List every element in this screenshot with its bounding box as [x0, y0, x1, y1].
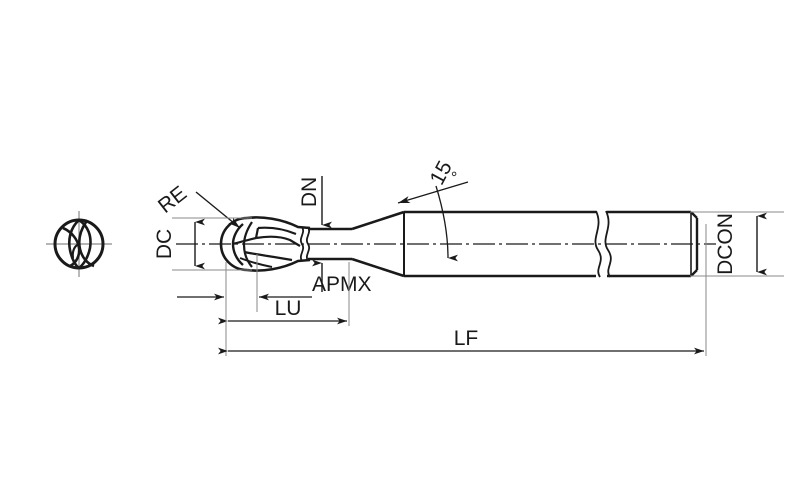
taper-section — [351, 210, 405, 278]
angle-leader-line — [397, 181, 469, 204]
flute-break-wave-1 — [299, 226, 305, 262]
re-leader-line — [195, 191, 241, 229]
head-relief-lower — [239, 257, 273, 268]
dimension-dcon: DCON — [690, 211, 784, 277]
dimension-re: RE — [154, 182, 241, 229]
angle-degree-symbol: ° — [449, 169, 467, 183]
shank-breakline — [594, 210, 612, 278]
head-helix-top — [257, 226, 297, 236]
dcon-label: DCON — [714, 213, 737, 275]
dimension-lf: LF — [218, 224, 707, 356]
head-web-line — [232, 236, 257, 246]
end-view-center-web — [71, 242, 80, 259]
head-bottom-profile — [246, 258, 311, 272]
end-view-flute-edge-1 — [67, 219, 80, 270]
flute-breakline — [299, 226, 311, 262]
dimension-angle: 15 ° — [397, 157, 469, 262]
end-view-flute-relief-2 — [77, 221, 95, 268]
dimension-dc: DC — [153, 217, 252, 271]
ball-nose-cutting-head — [219, 216, 311, 272]
head-gash-line — [254, 227, 260, 239]
head-helix-lower — [243, 250, 293, 262]
flute-break-wave-2 — [305, 226, 311, 262]
apmx-label: APMX — [312, 273, 372, 296]
taper-top-edge — [351, 210, 405, 231]
taper-bottom-edge — [351, 257, 405, 278]
shank-section-right — [607, 210, 699, 278]
re-label: RE — [154, 182, 191, 218]
end-view-ball-nose — [46, 211, 112, 277]
lf-label: LF — [454, 327, 479, 350]
lu-label: LU — [275, 297, 302, 320]
end-view-flute-relief-1 — [62, 226, 81, 268]
dc-label: DC — [153, 229, 176, 259]
shank-end-chamfer-bottom — [690, 269, 698, 277]
dimension-dn: DN — [298, 176, 332, 292]
neck-section — [308, 227, 352, 261]
head-top-profile — [246, 216, 311, 230]
shank-end-chamfer-top — [690, 211, 698, 219]
shank-break-wave-2 — [604, 210, 612, 278]
angle-arc-leader — [435, 185, 459, 262]
end-view-flute-edge-2 — [78, 218, 92, 270]
shank-break-wave-1 — [594, 210, 602, 278]
head-helix-upper — [255, 235, 301, 247]
dn-label: DN — [298, 177, 321, 207]
shank-section-left — [403, 210, 596, 278]
